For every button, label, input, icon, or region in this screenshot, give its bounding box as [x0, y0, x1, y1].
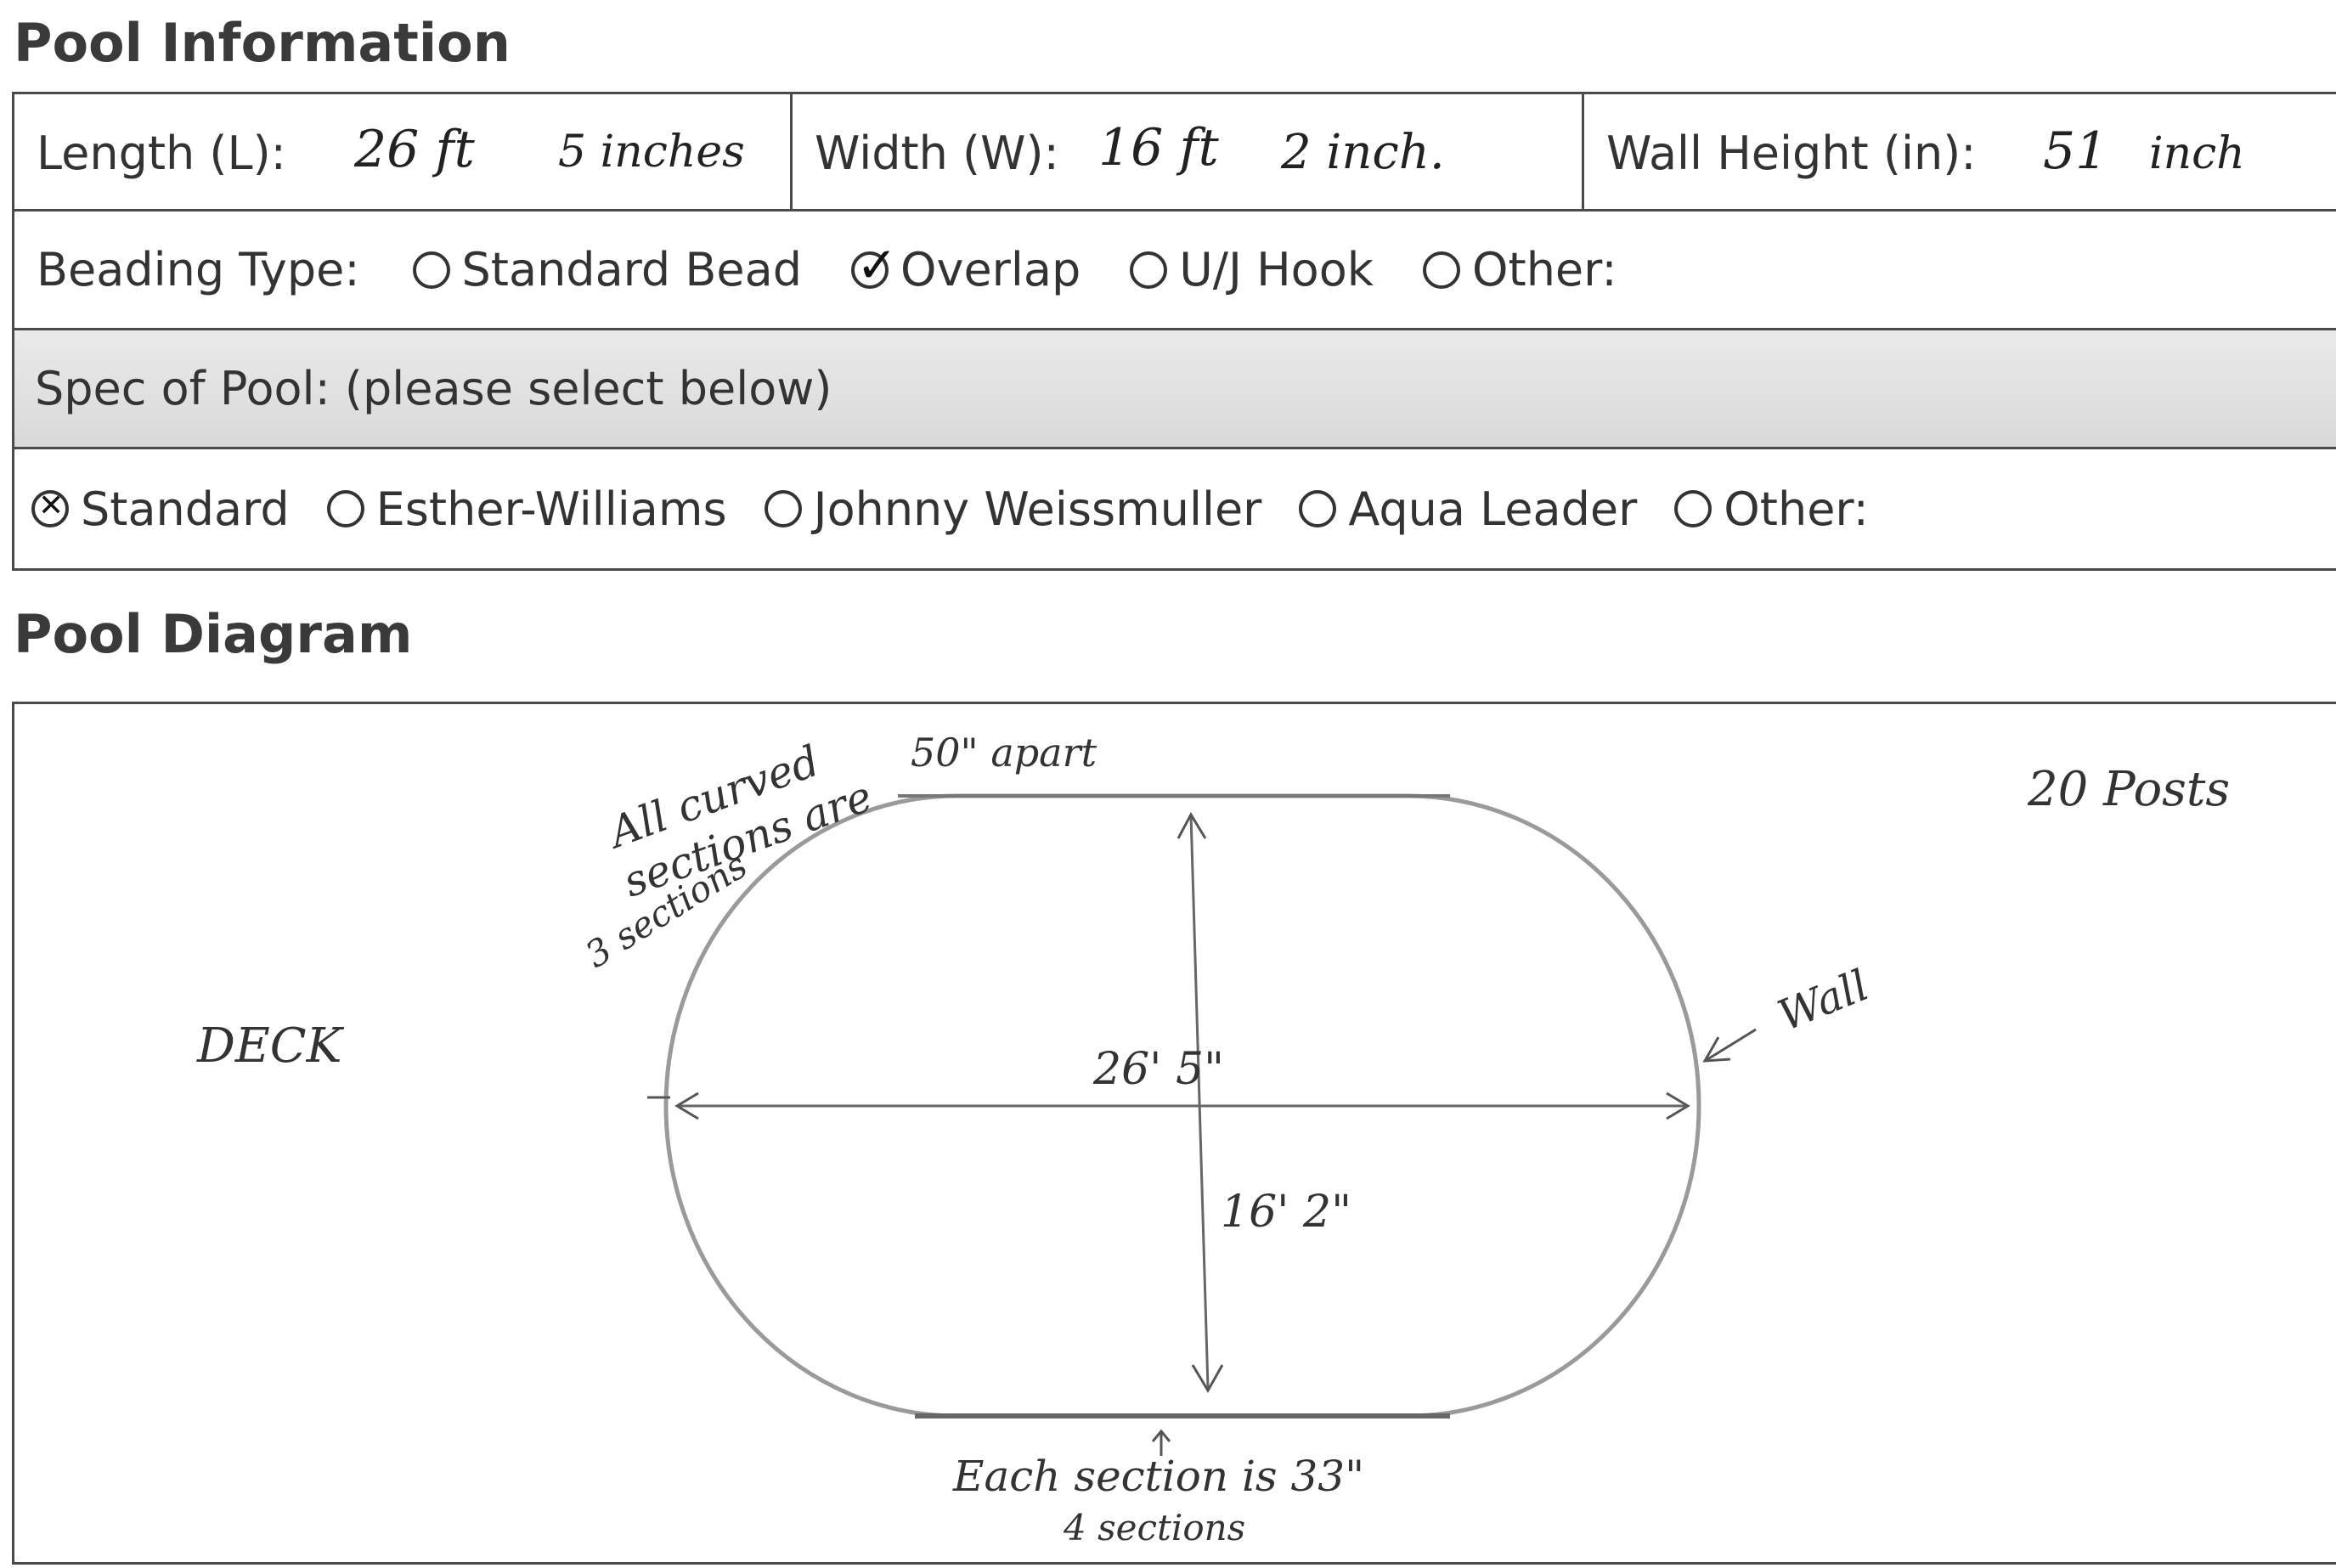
- option-label: Other:: [1472, 243, 1617, 296]
- length-label: Length (L):: [37, 127, 286, 180]
- note-20-posts: 20 Posts: [2028, 762, 2231, 817]
- option-label: Johnny Weissmuller: [813, 482, 1262, 536]
- wall-height-label: Wall Height (in):: [1606, 127, 1977, 180]
- beading-option-other[interactable]: Other:: [1423, 243, 1617, 296]
- wall-height-unit: inch: [2149, 128, 2245, 179]
- spec-options-row: Standard Esther-Williams Johnny Weissmul…: [14, 449, 2336, 568]
- radio-unselected-icon[interactable]: [326, 490, 364, 527]
- width-arrow-top: [1176, 811, 1207, 839]
- note-deck: DECK: [197, 1018, 342, 1074]
- note-length-dimension: 26' 5": [1093, 1044, 1224, 1095]
- spec-of-pool-header: Spec of Pool: (please select below): [14, 330, 2336, 449]
- dimensions-row: Length (L): 26 ft 5 inches Width (W): 16…: [14, 94, 2336, 212]
- beading-option-overlap[interactable]: Overlap: [851, 236, 1081, 296]
- spec-option-standard[interactable]: Standard: [31, 482, 290, 536]
- pool-diagram-title: Pool Diagram: [14, 603, 413, 665]
- radio-checked-icon[interactable]: [851, 236, 898, 294]
- width-cell: Width (W): 16 ft 2 inch.: [793, 94, 1584, 209]
- width-arrow-bottom: [1191, 1364, 1224, 1393]
- spec-option-aqua-leader[interactable]: Aqua Leader: [1299, 482, 1637, 536]
- beading-type-label: Beading Type:: [37, 243, 360, 296]
- wall-height-cell: Wall Height (in): 51 inch: [1584, 94, 2336, 209]
- note-width-dimension: 16' 2": [1221, 1187, 1351, 1238]
- pool-diagram-drawing: [647, 793, 1757, 1456]
- wall-arrow-head: [1702, 1036, 1731, 1063]
- pool-information-title: Pool Information: [14, 12, 511, 74]
- length-inches-value[interactable]: 5 inches: [558, 127, 745, 178]
- option-label: Other:: [1724, 482, 1869, 536]
- spec-option-esther-williams[interactable]: Esther-Williams: [326, 482, 727, 536]
- pool-diagram-area: All curved sections are 50" apart 3 sect…: [12, 702, 2336, 1565]
- option-label: Aqua Leader: [1348, 482, 1638, 536]
- width-label: Width (W):: [815, 127, 1059, 180]
- wall-height-value[interactable]: 51: [2043, 121, 2108, 181]
- width-dimension-line: [1189, 814, 1210, 1389]
- option-label: Overlap: [900, 243, 1081, 296]
- length-feet-value[interactable]: 26 ft: [354, 120, 475, 179]
- option-label: U/J Hook: [1179, 243, 1374, 296]
- option-label: Standard Bead: [461, 243, 802, 296]
- length-arrow-left: [674, 1091, 699, 1120]
- beading-option-uj-hook[interactable]: U/J Hook: [1130, 243, 1374, 296]
- note-50-apart: 50" apart: [911, 730, 1097, 776]
- width-feet-value[interactable]: 16 ft: [1098, 118, 1219, 178]
- section-arrow-head: [1151, 1429, 1171, 1442]
- spec-of-pool-label: Spec of Pool: (please select below): [35, 362, 832, 415]
- length-arrow-right: [1666, 1091, 1690, 1120]
- radio-crossed-icon[interactable]: [31, 488, 69, 527]
- option-label: Standard: [81, 482, 290, 536]
- radio-unselected-icon[interactable]: [412, 251, 450, 289]
- radio-unselected-icon[interactable]: [1130, 251, 1168, 289]
- length-cell: Length (L): 26 ft 5 inches: [14, 94, 793, 209]
- radio-unselected-icon[interactable]: [1423, 251, 1461, 289]
- beading-type-row: Beading Type: Standard Bead Overlap U/J …: [14, 212, 2336, 330]
- spec-option-other[interactable]: Other:: [1674, 482, 1869, 536]
- radio-unselected-icon[interactable]: [1674, 490, 1713, 527]
- pool-information-form: Length (L): 26 ft 5 inches Width (W): 16…: [12, 92, 2336, 571]
- radio-unselected-icon[interactable]: [1299, 490, 1337, 527]
- note-4-sections: 4 sections: [1064, 1507, 1246, 1548]
- width-inches-value[interactable]: 2 inch.: [1281, 125, 1445, 180]
- radio-unselected-icon[interactable]: [764, 490, 802, 527]
- beading-option-standard-bead[interactable]: Standard Bead: [412, 243, 802, 296]
- option-label: Esther-Williams: [375, 482, 727, 536]
- spec-option-johnny-weissmuller[interactable]: Johnny Weissmuller: [764, 482, 1262, 536]
- note-each-section: Each section is 33": [953, 1452, 1365, 1501]
- wall-arrow-line: [1704, 1028, 1757, 1063]
